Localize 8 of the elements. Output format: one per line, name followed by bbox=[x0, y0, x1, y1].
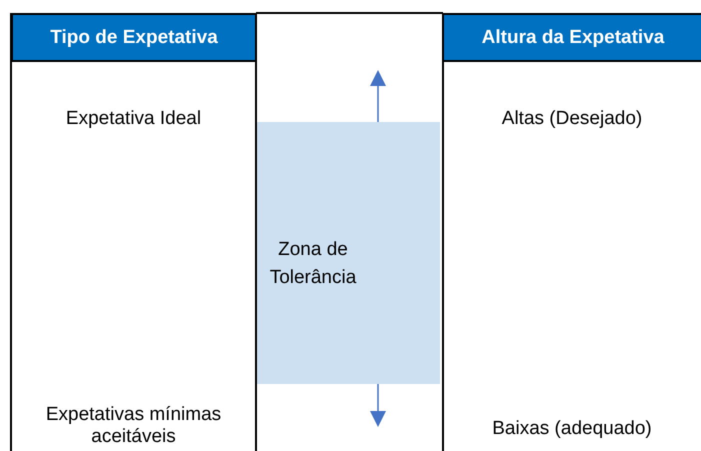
zone-label: Zona de Tolerância bbox=[268, 238, 358, 290]
column-header: Tipo de Expetativa bbox=[11, 13, 257, 62]
cell-text: Expetativas mínimas aceitáveis bbox=[44, 404, 222, 448]
column-header: Altura da Expetativa bbox=[442, 13, 701, 62]
tolerance-zone bbox=[257, 122, 440, 384]
cell-text: Baixas (adequado) bbox=[491, 418, 653, 440]
cell-text: Altas (Desejado) bbox=[500, 108, 644, 130]
cell-text: Expetativa Ideal bbox=[64, 108, 202, 130]
